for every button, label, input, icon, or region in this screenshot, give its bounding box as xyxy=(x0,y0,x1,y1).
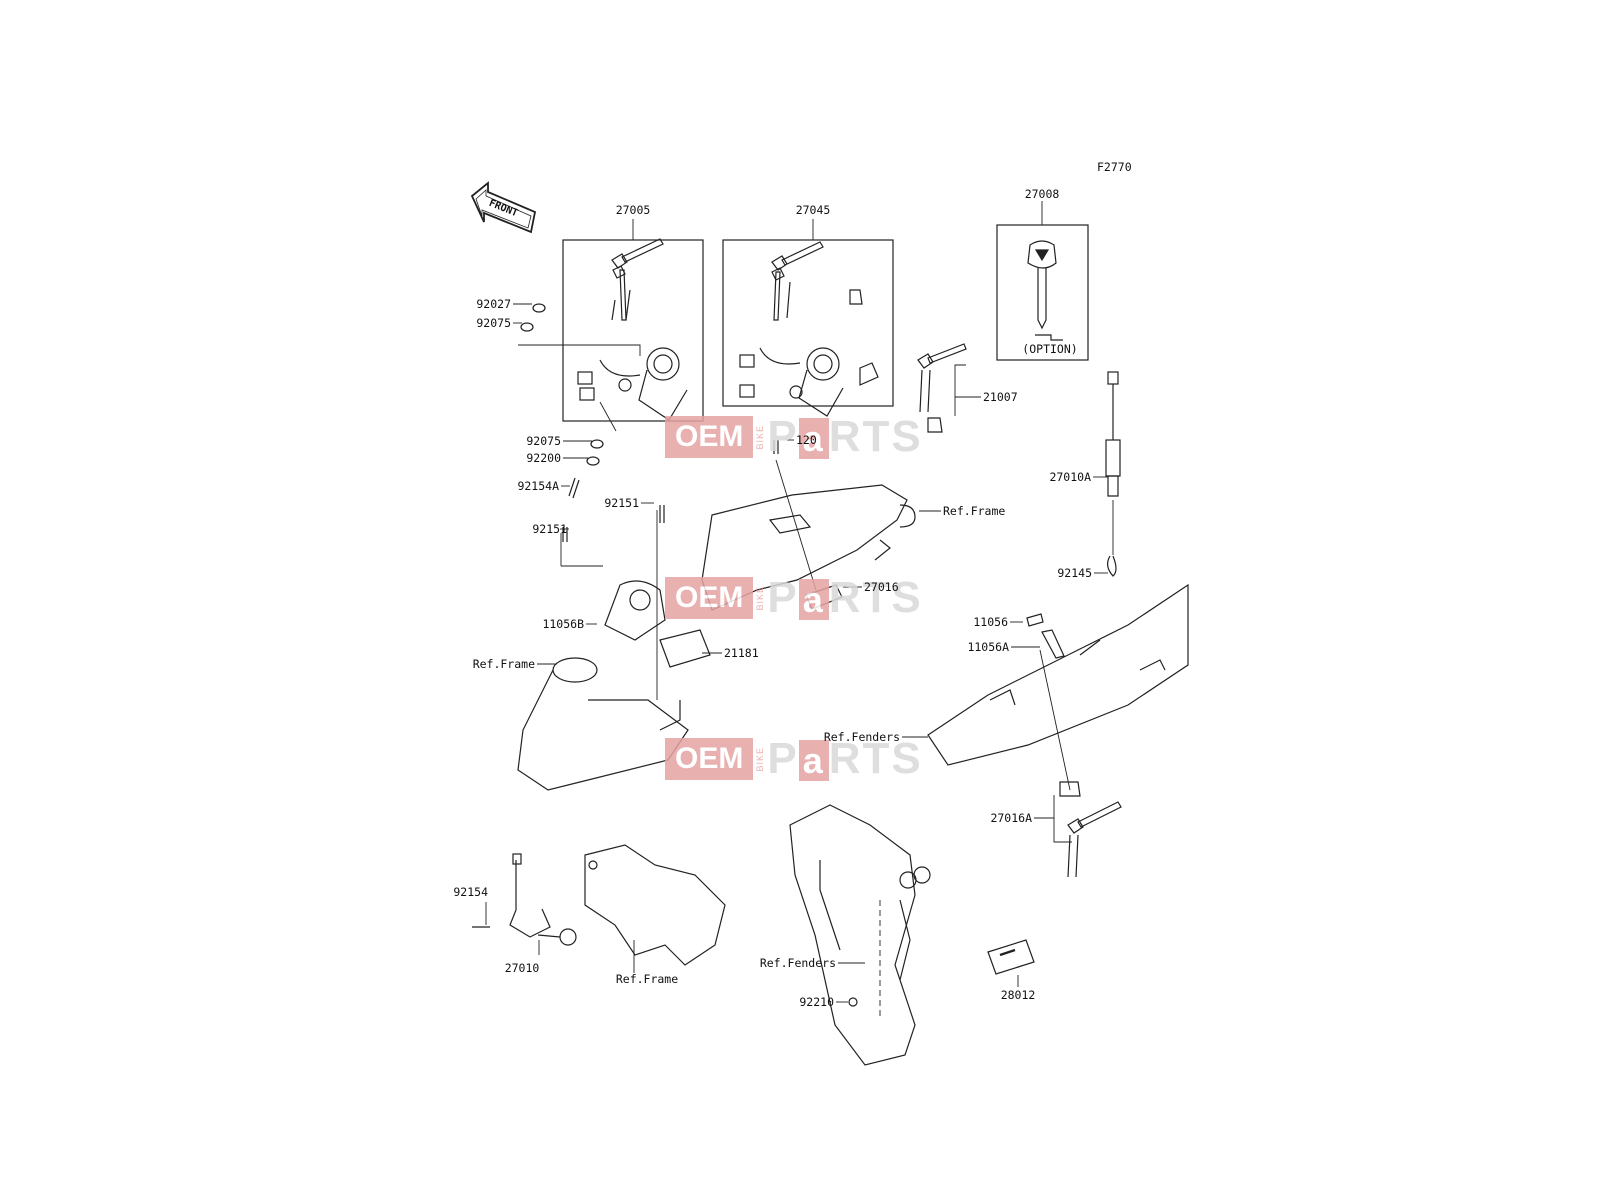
part-label-92151[interactable]: 92151 xyxy=(532,522,567,536)
leader-lines xyxy=(473,201,1114,1020)
key-icon xyxy=(1067,801,1122,878)
part-label-27005[interactable]: 27005 xyxy=(615,203,651,217)
part-label-21007[interactable]: 21007 xyxy=(983,390,1018,404)
bracket-icon xyxy=(1026,613,1044,627)
part-label-92151[interactable]: 92151 xyxy=(604,496,639,510)
part-label-92154[interactable]: 92154 xyxy=(453,885,488,899)
part-label-27008[interactable]: 27008 xyxy=(1024,187,1060,201)
part-label-11056A[interactable]: 11056A xyxy=(967,640,1009,654)
washer-icon xyxy=(590,439,604,449)
fender-part xyxy=(927,583,1189,766)
washer-icon xyxy=(532,303,546,313)
part-label-11056[interactable]: 11056 xyxy=(973,615,1008,629)
washer-icon xyxy=(586,456,600,466)
ref-frame-label[interactable]: Ref.Frame xyxy=(615,972,679,986)
transponder-key-icon xyxy=(1027,240,1063,341)
helmet-lock-icon xyxy=(472,853,577,946)
ignition-switch-icon xyxy=(739,289,879,417)
part-label-92075[interactable]: 92075 xyxy=(476,316,511,330)
washer-icon xyxy=(520,322,534,332)
part-label-27010[interactable]: 27010 xyxy=(504,961,540,975)
option-label: (OPTION) xyxy=(1022,342,1078,356)
diagram-code: F2770 xyxy=(1097,160,1132,174)
frame-part xyxy=(517,580,711,791)
ref-frame-label[interactable]: Ref.Frame xyxy=(943,504,1006,518)
ref-fenders-label[interactable]: Ref.Fenders xyxy=(759,956,836,970)
reflector-icon xyxy=(987,939,1035,975)
part-label-92145[interactable]: 92145 xyxy=(1057,566,1092,580)
part-label-28012[interactable]: 28012 xyxy=(1000,988,1036,1002)
key-icon xyxy=(771,241,824,321)
kit-box-27045 xyxy=(722,239,894,407)
bracket-icon xyxy=(1041,629,1065,659)
part-label-92075[interactable]: 92075 xyxy=(526,434,561,448)
kit-box-27005 xyxy=(562,239,704,422)
ref-fenders-label[interactable]: Ref.Fenders xyxy=(823,730,900,744)
part-label-92027[interactable]: 92027 xyxy=(476,297,511,311)
frame-part xyxy=(584,844,726,966)
part-label-120[interactable]: 120 xyxy=(796,433,817,447)
bolt-icon xyxy=(568,477,580,499)
key-icon xyxy=(917,343,967,413)
ignition-switch-icon xyxy=(577,347,688,421)
bolt-icon xyxy=(562,527,568,542)
nut-icon xyxy=(848,997,858,1007)
part-label-92154A[interactable]: 92154A xyxy=(517,479,559,493)
part-label-27045[interactable]: 27045 xyxy=(795,203,831,217)
front-fender-part xyxy=(789,804,931,1066)
part-label-92200[interactable]: 92200 xyxy=(526,451,561,465)
part-label-27010A[interactable]: 27010A xyxy=(1049,470,1091,484)
part-label-11056B[interactable]: 11056B xyxy=(542,617,584,631)
bolt-icon xyxy=(659,505,665,523)
helmet-lock-icon xyxy=(1105,371,1121,577)
kit-box-27008 xyxy=(996,224,1089,361)
part-label-27016A[interactable]: 27016A xyxy=(990,811,1032,825)
part-label-21181[interactable]: 21181 xyxy=(724,646,759,660)
bushing-icon xyxy=(927,417,943,433)
bolt-icon xyxy=(773,440,779,454)
ref-frame-label[interactable]: Ref.Frame xyxy=(472,657,535,671)
keylock-holder-icon xyxy=(1059,781,1081,797)
part-label-92210[interactable]: 92210 xyxy=(799,995,834,1009)
front-arrow-icon xyxy=(470,181,537,234)
key-icon xyxy=(611,238,664,321)
part-label-27016[interactable]: 27016 xyxy=(864,580,899,594)
